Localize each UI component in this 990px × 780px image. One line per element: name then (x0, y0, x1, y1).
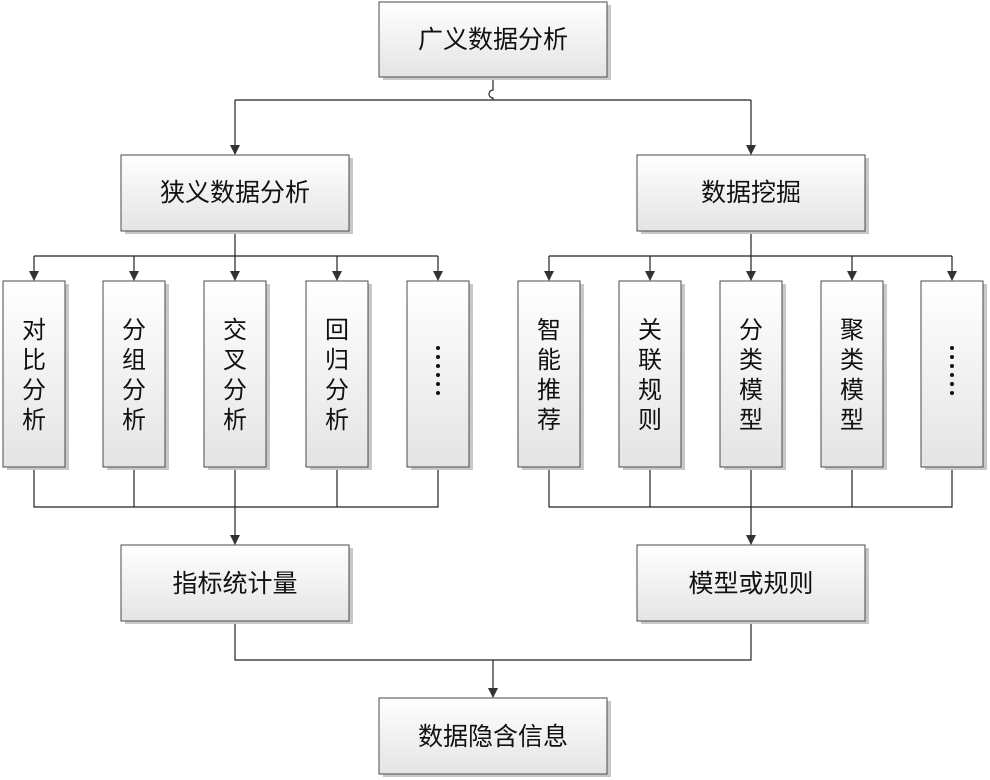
mining-child-label-2: 关联规则 (638, 316, 662, 434)
node-model: 模型或规则 (636, 544, 869, 624)
node-bottom-label: 数据隐含信息 (418, 722, 568, 751)
narrow-child-node-1: 对比分析 (2, 280, 69, 470)
connector-narrow-gather (33, 466, 439, 508)
node-bottom: 数据隐含信息 (378, 697, 611, 777)
narrow-child-node-4: 回归分析 (305, 280, 372, 470)
narrow-child-label-3: 交叉分析 (223, 316, 247, 434)
node-model-label: 模型或规则 (688, 569, 813, 598)
mining-child-node-1: 智能推荐 (517, 280, 584, 470)
narrow-child-node-3: 交叉分析 (203, 280, 270, 470)
mining-children-group: 智能推荐 关联规则 分类模型 聚类模型 …… (517, 280, 987, 470)
narrow-child-ellipsis-dots: …… (436, 346, 440, 395)
narrow-child-label-4: 回归分析 (325, 316, 349, 434)
node-top: 广义数据分析 (378, 1, 611, 80)
mining-child-label-3: 分类模型 (739, 316, 763, 434)
node-narrow-label: 狭义数据分析 (160, 178, 310, 207)
mining-child-node-2: 关联规则 (618, 280, 685, 470)
node-indicator: 指标统计量 (120, 544, 353, 624)
mining-child-ellipsis-dots: …… (950, 346, 954, 395)
connector-mining-gather (548, 466, 953, 508)
narrow-child-label-1: 对比分析 (22, 316, 46, 434)
mining-child-label-1: 智能推荐 (537, 316, 561, 434)
mining-child-node-5: …… (920, 280, 987, 470)
node-top-label: 广义数据分析 (418, 25, 568, 54)
narrow-children-group: 对比分析 分组分析 交叉分析 回归分析 …… (2, 280, 473, 470)
connector-top-stem (488, 78, 494, 100)
node-mining-label: 数据挖掘 (701, 178, 801, 207)
node-narrow: 狭义数据分析 (120, 154, 353, 234)
mining-child-node-4: 聚类模型 (820, 280, 887, 470)
mining-child-node-3: 分类模型 (719, 280, 786, 470)
connector-merge (234, 621, 752, 661)
narrow-child-node-5: …… (406, 280, 473, 470)
node-mining: 数据挖掘 (636, 154, 869, 234)
narrow-child-node-2: 分组分析 (102, 280, 169, 470)
mining-child-label-4: 聚类模型 (840, 316, 864, 434)
connectors (29, 78, 957, 698)
node-indicator-label: 指标统计量 (172, 569, 297, 598)
narrow-child-label-2: 分组分析 (122, 316, 146, 434)
